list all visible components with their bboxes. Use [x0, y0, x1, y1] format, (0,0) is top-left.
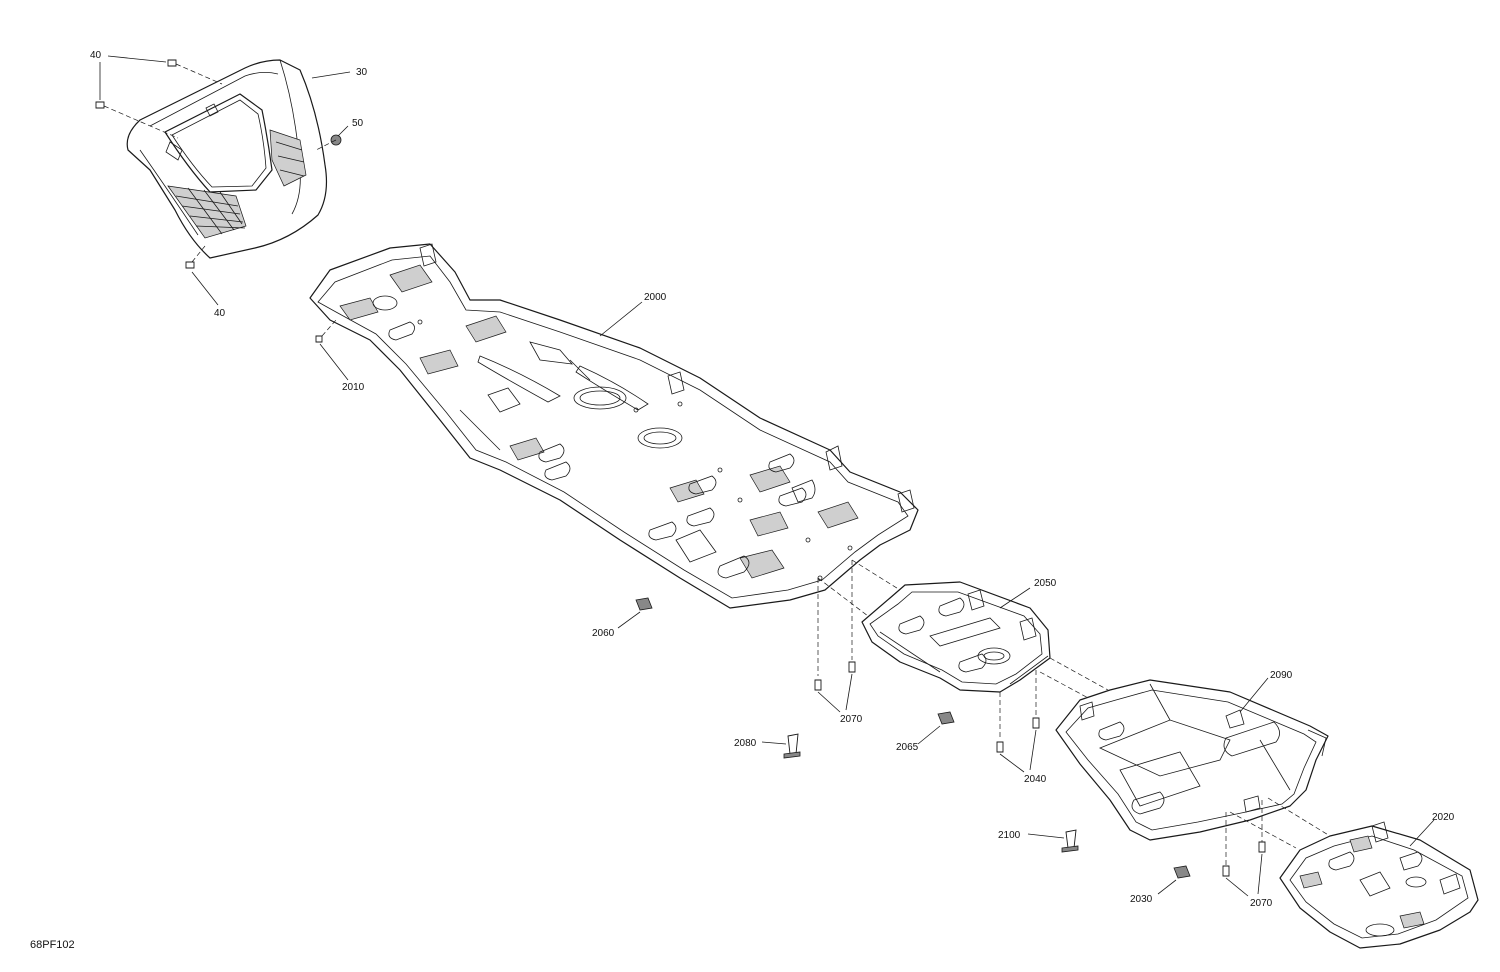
fastener-2100-icon [1061, 829, 1079, 853]
callout-2020: 2020 [1432, 812, 1455, 823]
front-bumper-guard-icon [126, 59, 328, 259]
callout-2080: 2080 [734, 738, 757, 749]
screw-40-top-icon [95, 59, 195, 269]
callout-2100: 2100 [998, 830, 1021, 841]
callout-2070-rear: 2070 [1250, 898, 1273, 909]
fastener-2080-icon [783, 733, 801, 759]
rear-end-skid-plate-icon [1279, 821, 1479, 949]
callout-2065: 2065 [896, 742, 919, 753]
screw-2010-icon [315, 335, 323, 343]
callout-2060: 2060 [592, 628, 615, 639]
callout-30: 30 [356, 67, 368, 78]
rear-skid-plate-icon [1055, 679, 1329, 841]
clip-2060-icon [635, 597, 653, 611]
screw-2070-middle-icon [814, 661, 856, 691]
callout-50: 50 [352, 118, 364, 129]
callout-40-bottom: 40 [214, 308, 226, 319]
screw-2070-rear-icon [1222, 841, 1266, 877]
drawing-code: 68PF102 [30, 939, 75, 951]
callout-40-top: 40 [90, 50, 102, 61]
clip-2065-icon [937, 711, 955, 725]
callout-2050: 2050 [1034, 578, 1057, 589]
center-skid-plate-icon [861, 581, 1051, 693]
screw-2040-icon [996, 717, 1040, 753]
callout-2000: 2000 [644, 292, 667, 303]
callout-2090: 2090 [1270, 670, 1293, 681]
clip-2030-icon [1173, 865, 1191, 879]
callout-2070-middle: 2070 [840, 714, 863, 725]
callout-2030: 2030 [1130, 894, 1153, 905]
callout-2040: 2040 [1024, 774, 1047, 785]
callout-2010: 2010 [342, 382, 365, 393]
main-skid-plate-icon [309, 243, 919, 609]
